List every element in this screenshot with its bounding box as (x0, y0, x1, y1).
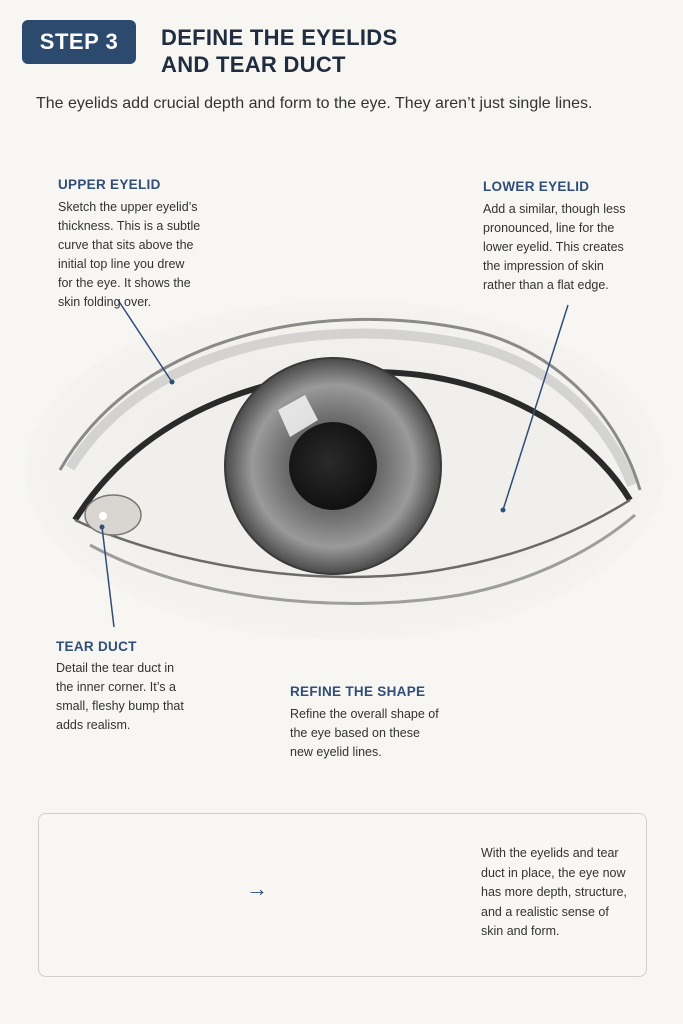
lower-eyelid-pointer (502, 304, 569, 511)
lower-eyelid-line: Add a similar, though less (483, 202, 626, 216)
step-badge: STEP 3 (22, 20, 136, 64)
upper-eyelid-pointer (117, 299, 173, 383)
refine-shape-line: the eye based on these (290, 726, 420, 740)
upper-eyelid-line: thickness. This is a subtle (58, 219, 201, 233)
page-title: DEFINE THE EYELIDS AND TEAR DUCT (161, 24, 461, 78)
page-subtitle: The eyelids add crucial depth and form t… (36, 95, 593, 112)
upper-eyelid-line: for the eye. It shows the (58, 276, 191, 290)
lower-eyelid-line: the impression of skin (483, 259, 604, 273)
tear-duct-pointer-dot (99, 524, 105, 530)
lower-eyelid-line: lower eyelid. This creates (483, 240, 624, 254)
upper-eyelid-line: skin folding over. (58, 295, 152, 309)
tear-duct-line: Detail the tear duct in (56, 661, 175, 675)
tear-duct-line: small, fleshy bump that (56, 699, 184, 713)
upper-eyelid-pointer-dot (169, 379, 175, 385)
refine-shape-line: new eyelid lines. (290, 745, 382, 759)
upper-eyelid-line: curve that sits above the (58, 238, 194, 252)
upper-eyelid-crease (58, 317, 642, 491)
refine-shape-text: Refine the overall shape of the eye base… (290, 705, 470, 762)
lower-eyelid-line: pronounced, line for the (483, 221, 615, 235)
tear-duct-line: the inner corner. It’s a (56, 680, 176, 694)
tear-duct (84, 494, 142, 536)
upper-eyelid-text: Sketch the upper eyelid’s thickness. Thi… (58, 198, 233, 312)
lower-eyelid-line (89, 513, 636, 605)
lower-lash-line (74, 498, 631, 579)
refine-shape-heading: REFINE THE SHAPE (290, 684, 426, 699)
tear-duct-line: adds realism. (56, 718, 131, 732)
title-line-2: AND TEAR DUCT (161, 52, 346, 77)
comparison-line: has more depth, structure, (481, 885, 627, 899)
upper-eyelid-line: Sketch the upper eyelid’s (58, 200, 198, 214)
upper-eyelid-heading: UPPER EYELID (58, 177, 161, 192)
title-line-1: DEFINE THE EYELIDS (161, 25, 398, 50)
tear-duct-highlight (99, 512, 107, 520)
upper-eyelid-line: initial top line you drew (58, 257, 185, 271)
upper-eyelid-fold-shading (65, 328, 637, 487)
comparison-line: duct in place, the eye now (481, 865, 626, 880)
tear-duct-heading: TEAR DUCT (56, 639, 137, 654)
tear-duct-text: Detail the tear duct in the inner corner… (56, 659, 226, 735)
refine-shape-line: Refine the overall shape of (290, 707, 439, 721)
comparison-text: With the eyelids and tear duct in place,… (481, 844, 631, 942)
upper-lash-line (72, 369, 633, 522)
lower-eyelid-pointer-dot (500, 507, 506, 513)
comparison-panel: → With the eyelids and tear duct in plac… (38, 813, 647, 977)
lower-eyelid-text: Add a similar, though less pronounced, l… (483, 200, 663, 295)
lower-eyelid-line: rather than a flat edge. (483, 278, 609, 292)
lower-eyelid-heading: LOWER EYELID (483, 179, 590, 194)
tear-duct-pointer (101, 526, 115, 628)
pupil (289, 422, 377, 510)
comparison-line: skin and form. (481, 924, 560, 938)
comparison-line: With the eyelids and tear (481, 846, 619, 860)
iris-highlight (278, 395, 318, 437)
arrow-right-icon: → (246, 876, 268, 901)
comparison-line: and a realistic sense of (481, 904, 609, 919)
